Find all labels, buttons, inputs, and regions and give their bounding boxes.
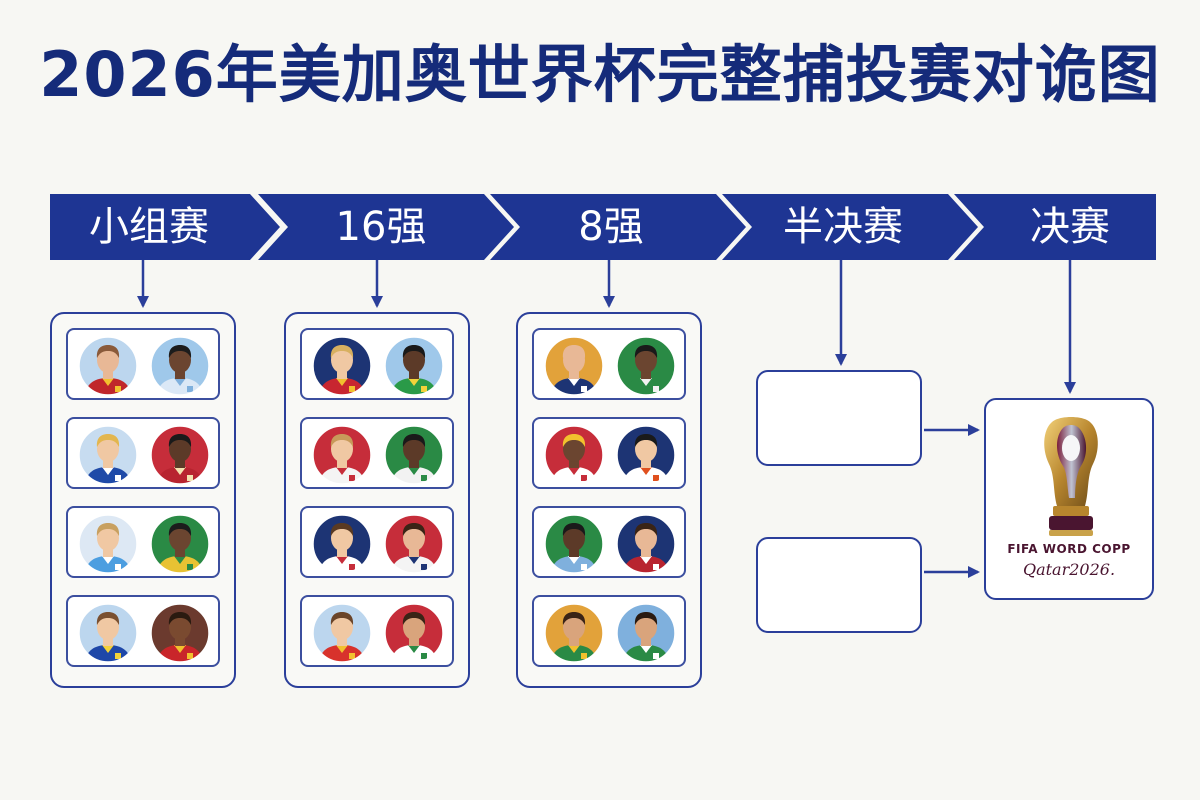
stage-label-quarterfinal: 8强	[578, 204, 644, 250]
player-avatar-left	[78, 425, 138, 485]
player-avatar-right	[616, 336, 676, 396]
match-card[interactable]	[66, 506, 220, 578]
match-card[interactable]	[300, 595, 454, 667]
player-avatar-right	[384, 514, 444, 574]
match-card[interactable]	[66, 595, 220, 667]
match-card[interactable]	[66, 417, 220, 489]
player-avatar-right	[384, 336, 444, 396]
player-avatar-left	[312, 425, 372, 485]
stage-label-semifinal: 半决赛	[783, 204, 903, 250]
match-card[interactable]	[300, 417, 454, 489]
stage-chevron-3	[722, 194, 978, 260]
stage-chevron-4	[954, 194, 1156, 260]
player-avatar-left	[312, 603, 372, 663]
match-card[interactable]	[532, 595, 686, 667]
stage-label-group-stage: 小组赛	[89, 204, 209, 250]
player-avatar-right	[616, 425, 676, 485]
trophy-icon	[1044, 417, 1098, 536]
panel-quarterfinal	[516, 312, 702, 688]
player-avatar-right	[384, 425, 444, 485]
match-card[interactable]	[66, 328, 220, 400]
match-card[interactable]	[300, 506, 454, 578]
player-avatar-left	[78, 514, 138, 574]
player-avatar-left	[312, 336, 372, 396]
panel-group-stage	[50, 312, 236, 688]
logo-text-qatar: Qatar2026.	[1022, 560, 1116, 579]
player-avatar-right	[616, 603, 676, 663]
panel-round-of-16	[284, 312, 470, 688]
final-slot[interactable]: FIFA WORD COPP Qatar2026.	[984, 398, 1154, 600]
semifinal-slot-2[interactable]	[756, 537, 922, 633]
stage-chevron-2	[490, 194, 746, 260]
player-avatar-left	[544, 514, 604, 574]
player-avatar-left	[544, 603, 604, 663]
match-card[interactable]	[300, 328, 454, 400]
match-card[interactable]	[532, 328, 686, 400]
player-avatar-right	[150, 336, 210, 396]
player-avatar-right	[150, 425, 210, 485]
player-avatar-right	[384, 603, 444, 663]
player-avatar-left	[312, 514, 372, 574]
match-card[interactable]	[532, 506, 686, 578]
player-avatar-right	[616, 514, 676, 574]
stage-label-final: 决赛	[1030, 204, 1110, 250]
stage-label-round-of-16: 16强	[335, 204, 427, 250]
player-avatar-right	[150, 603, 210, 663]
player-avatar-left	[78, 603, 138, 663]
player-avatar-left	[544, 425, 604, 485]
player-avatar-right	[150, 514, 210, 574]
logo-text-fifa: FIFA WORD COPP	[1007, 542, 1131, 556]
player-avatar-left	[78, 336, 138, 396]
stage-chevron-1	[258, 194, 514, 260]
semifinal-slot-1[interactable]	[756, 370, 922, 466]
player-avatar-left	[544, 336, 604, 396]
page-title: 2026年美加奥世界杯完整捕投赛对诡图	[39, 38, 1161, 111]
stage-chevron-0	[50, 194, 280, 260]
match-card[interactable]	[532, 417, 686, 489]
